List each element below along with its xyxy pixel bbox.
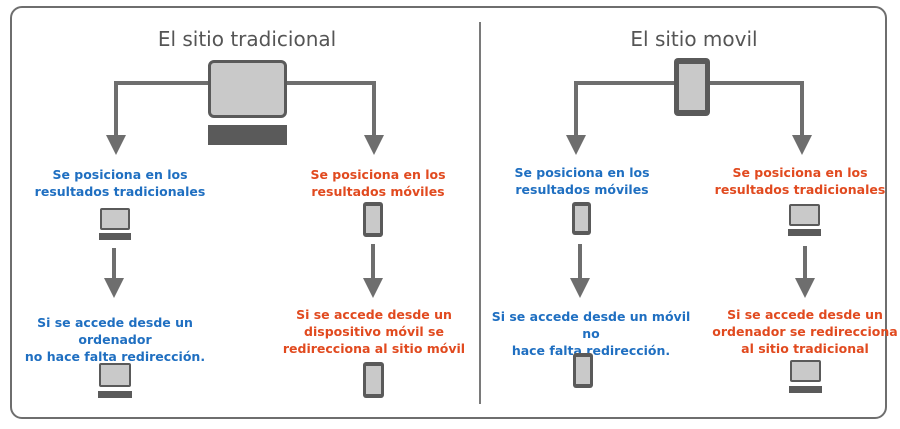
left-branch-a-label: Se posiciona en los resultados tradicion… (34, 167, 206, 199)
phone-icon (674, 58, 710, 116)
phone-icon (363, 202, 383, 237)
right-branch-a-result: Si se accede desde un móvil no hace falt… (491, 309, 691, 358)
left-branch-b-result: Si se accede desde un dispositivo móvil … (282, 307, 466, 356)
arrow-left-b (287, 81, 384, 155)
arrow-left-a (106, 81, 208, 155)
phone-icon (573, 353, 593, 388)
diagram-frame (10, 6, 887, 419)
arrow-right-b (710, 81, 812, 155)
phone-icon (363, 362, 384, 398)
right-title: El sitio movil (630, 27, 758, 51)
right-branch-a-label: Se posiciona en los resultados móviles (514, 165, 650, 197)
left-branch-a-result: Si se accede desde un ordenador no hace … (24, 315, 206, 364)
phone-icon (572, 202, 591, 235)
left-branch-b-label: Se posiciona en los resultados móviles (310, 167, 446, 199)
left-title: El sitio tradicional (157, 27, 337, 51)
right-branch-b-result: Si se accede desde un ordenador se redir… (712, 307, 898, 356)
arrow-right-a (566, 81, 674, 155)
right-branch-b-label: Se posiciona en los resultados tradicion… (714, 165, 886, 197)
